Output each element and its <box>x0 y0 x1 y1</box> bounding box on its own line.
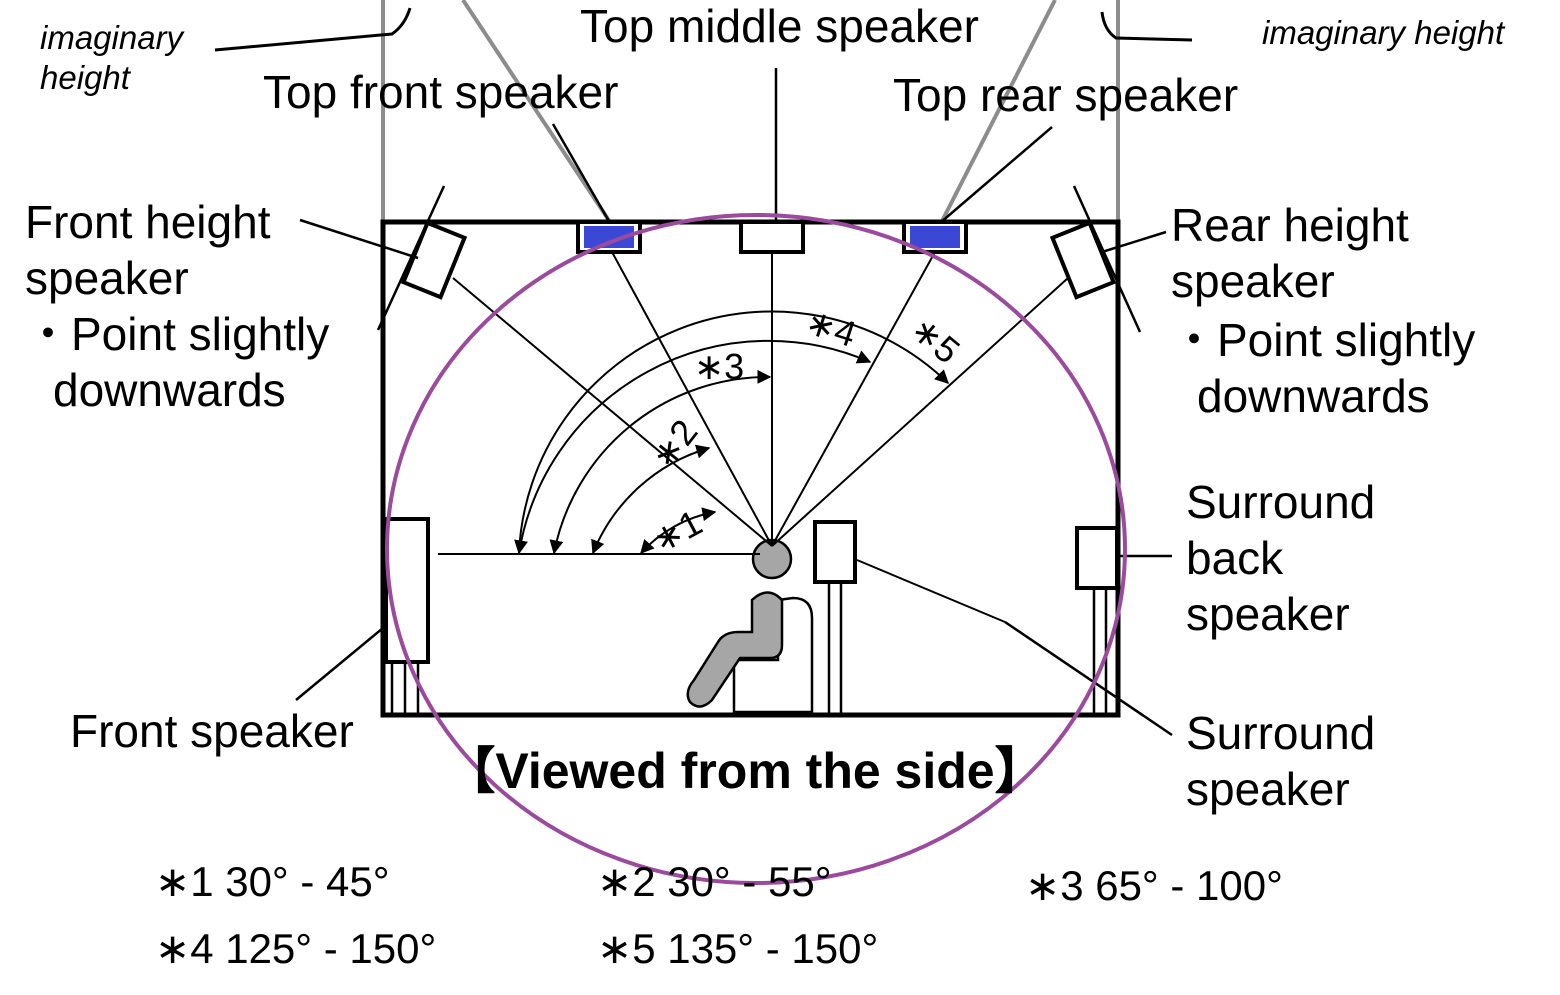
label-surround-back-2: back <box>1186 532 1284 584</box>
surround-speaker <box>813 520 857 715</box>
label-rear-height-speaker-1: Rear height <box>1171 199 1409 251</box>
label-top-rear-speaker: Top rear speaker <box>893 69 1238 121</box>
label-top-front-speaker: Top front speaker <box>263 66 618 118</box>
radial-lines <box>438 251 1069 623</box>
front-height-speaker <box>400 220 468 300</box>
imaginary-height-pointers <box>214 7 1193 52</box>
note-imaginary-height-right: imaginary height <box>1262 14 1506 51</box>
note-imaginary-height-left-1: imaginary <box>40 19 186 56</box>
label-front-height-tip-1: ・Point slightly <box>25 308 329 360</box>
label-rear-height-speaker-2: speaker <box>1171 255 1335 307</box>
label-surround-2: speaker <box>1186 763 1350 815</box>
legend-item-4: ∗4 125° - 150° <box>155 925 436 972</box>
label-surround-back-3: speaker <box>1186 588 1350 640</box>
angle-mark-5: ∗5 <box>903 308 968 372</box>
front-speaker <box>384 517 430 715</box>
diagram-title: 【Viewed from the side】 <box>445 743 1044 799</box>
note-imaginary-height-left-2: height <box>40 59 132 96</box>
angle-arc-5 <box>518 310 950 554</box>
angle-mark-1: ∗1 <box>645 501 709 561</box>
leader-lines <box>295 68 1173 737</box>
surround-back-speaker <box>1075 526 1119 715</box>
angle-markers: ∗1 ∗2 ∗3 ∗4 ∗5 <box>642 300 968 561</box>
label-front-height-speaker-2: speaker <box>25 252 189 304</box>
listening-area-circle <box>385 213 1127 885</box>
angle-mark-4: ∗4 <box>801 300 861 355</box>
label-front-speaker: Front speaker <box>70 705 354 757</box>
label-front-height-speaker-1: Front height <box>25 196 271 248</box>
legend-item-1: ∗1 30° - 45° <box>155 858 390 905</box>
label-surround-back-1: Surround <box>1186 476 1375 528</box>
angle-arcs <box>514 310 950 555</box>
label-surround-1: Surround <box>1186 707 1375 759</box>
rear-height-speaker <box>1049 220 1117 300</box>
legend-item-5: ∗5 135° - 150° <box>597 925 878 972</box>
label-top-middle-speaker: Top middle speaker <box>580 0 979 52</box>
top-middle-speaker <box>739 220 805 254</box>
label-rear-height-tip-2: downwards <box>1197 370 1430 422</box>
listener-seated <box>686 538 814 714</box>
label-rear-height-tip-1: ・Point slightly <box>1171 314 1475 366</box>
angle-arc-4 <box>514 339 872 555</box>
legend-item-3: ∗3 65° - 100° <box>1025 862 1283 909</box>
angle-mark-3: ∗3 <box>694 346 744 387</box>
label-front-height-tip-2: downwards <box>53 364 286 416</box>
legend-item-2: ∗2 30° - 55° <box>597 858 832 905</box>
top-front-speaker <box>576 220 642 254</box>
angle-legend: ∗1 30° - 45° ∗2 30° - 55° ∗3 65° - 100° … <box>155 858 1283 972</box>
angle-mark-2: ∗2 <box>642 412 705 477</box>
